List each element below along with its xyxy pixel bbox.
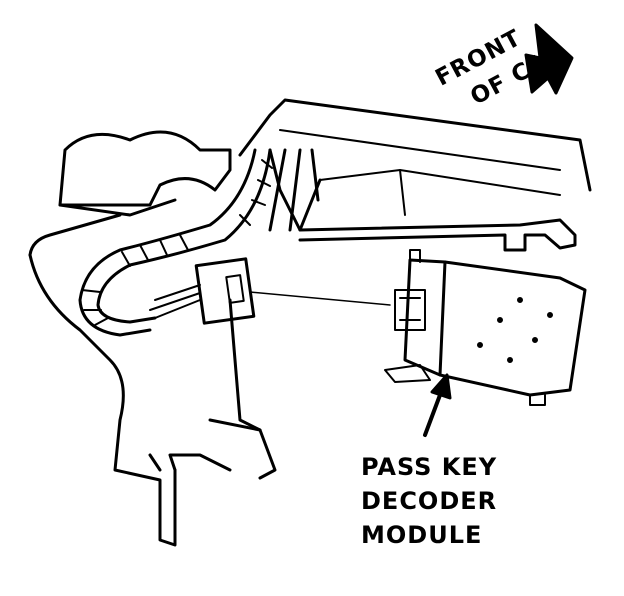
mounting-bracket [238, 98, 592, 252]
module-label-line1: PASS KEY [361, 453, 498, 481]
harness-connector [149, 257, 391, 325]
pass-key-decoder-module-label: PASS KEY DECODER MODULE [361, 450, 497, 552]
module-label-line3: MODULE [361, 521, 483, 549]
wiring-harness [78, 148, 320, 337]
module-label-line2: DECODER [361, 487, 498, 515]
front-direction-arrow-icon [524, 23, 574, 95]
decoder-module [384, 249, 587, 406]
module-pointer-arrow [423, 373, 452, 437]
instrument-panel [28, 130, 277, 547]
